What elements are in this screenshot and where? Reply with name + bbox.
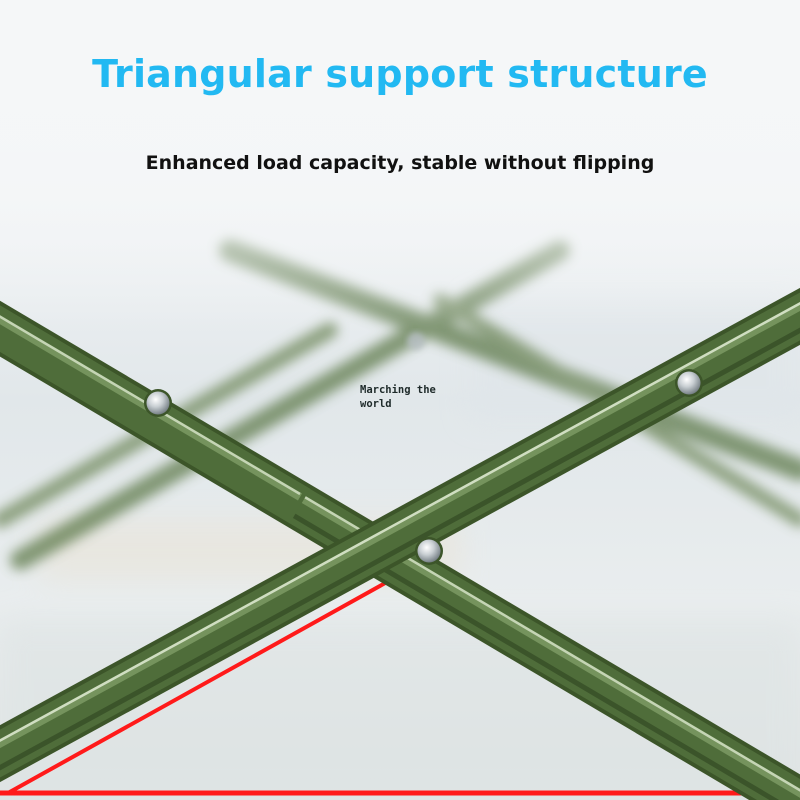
headline-title: Triangular support structure bbox=[92, 52, 708, 96]
rivet-left bbox=[144, 389, 172, 417]
headline-subtitle: Enhanced load capacity, stable without f… bbox=[145, 152, 655, 174]
rivet-center bbox=[415, 537, 443, 565]
rivet-right bbox=[675, 369, 703, 397]
brand-watermark: Marching the world bbox=[360, 384, 436, 410]
